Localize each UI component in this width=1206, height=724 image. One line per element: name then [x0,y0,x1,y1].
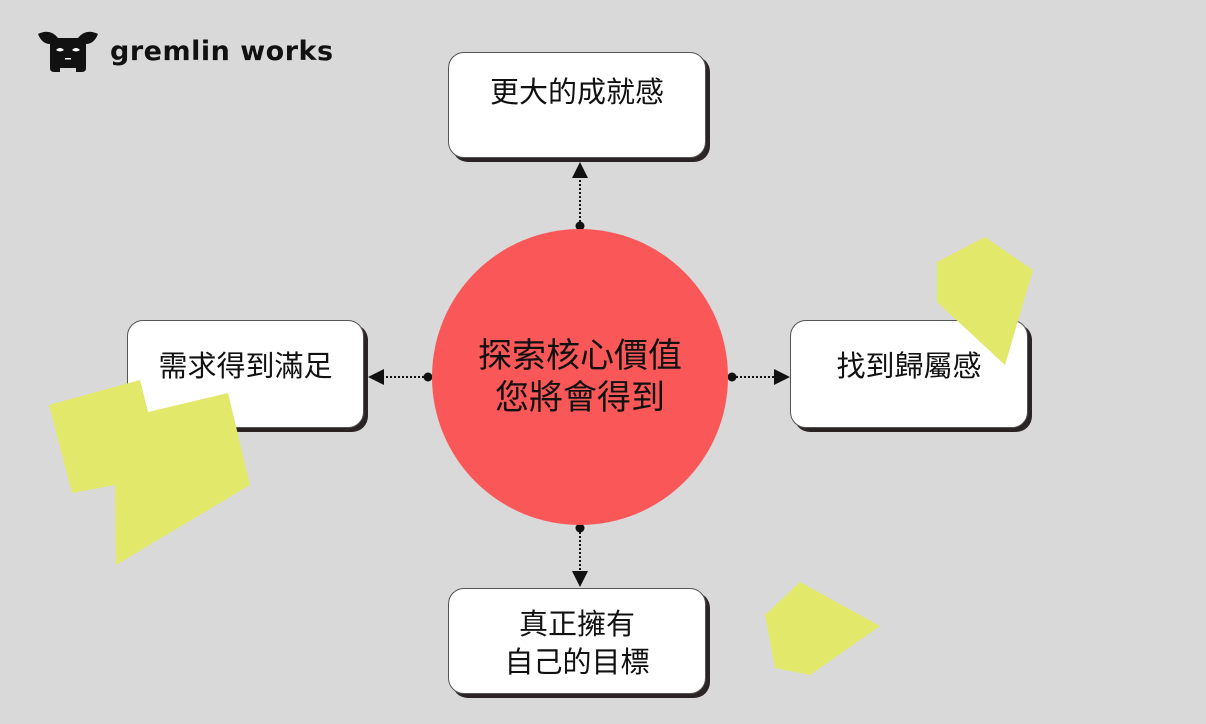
logo: gremlin works [36,28,334,74]
node-bottom: 真正擁有 自己的目標 [448,588,706,694]
center-circle: 探索核心價值 您將會得到 [432,229,728,525]
node-bottom-line-2: 自己的目標 [504,645,650,679]
gremlin-mascot-icon [38,31,98,72]
node-left-label: 需求得到滿足 [158,349,333,383]
node-left: 需求得到滿足 [127,320,364,428]
node-top-label: 更大的成就感 [489,75,664,109]
node-right-label: 找到歸屬感 [836,349,982,383]
node-top: 更大的成就感 [448,52,706,158]
node-bottom-line-1: 真正擁有 [518,607,635,641]
center-line-1: 探索核心價值 [478,336,682,376]
logo-text: gremlin works [110,35,334,67]
center-line-2: 您將會得到 [495,378,665,418]
node-right: 找到歸屬感 [790,320,1028,428]
